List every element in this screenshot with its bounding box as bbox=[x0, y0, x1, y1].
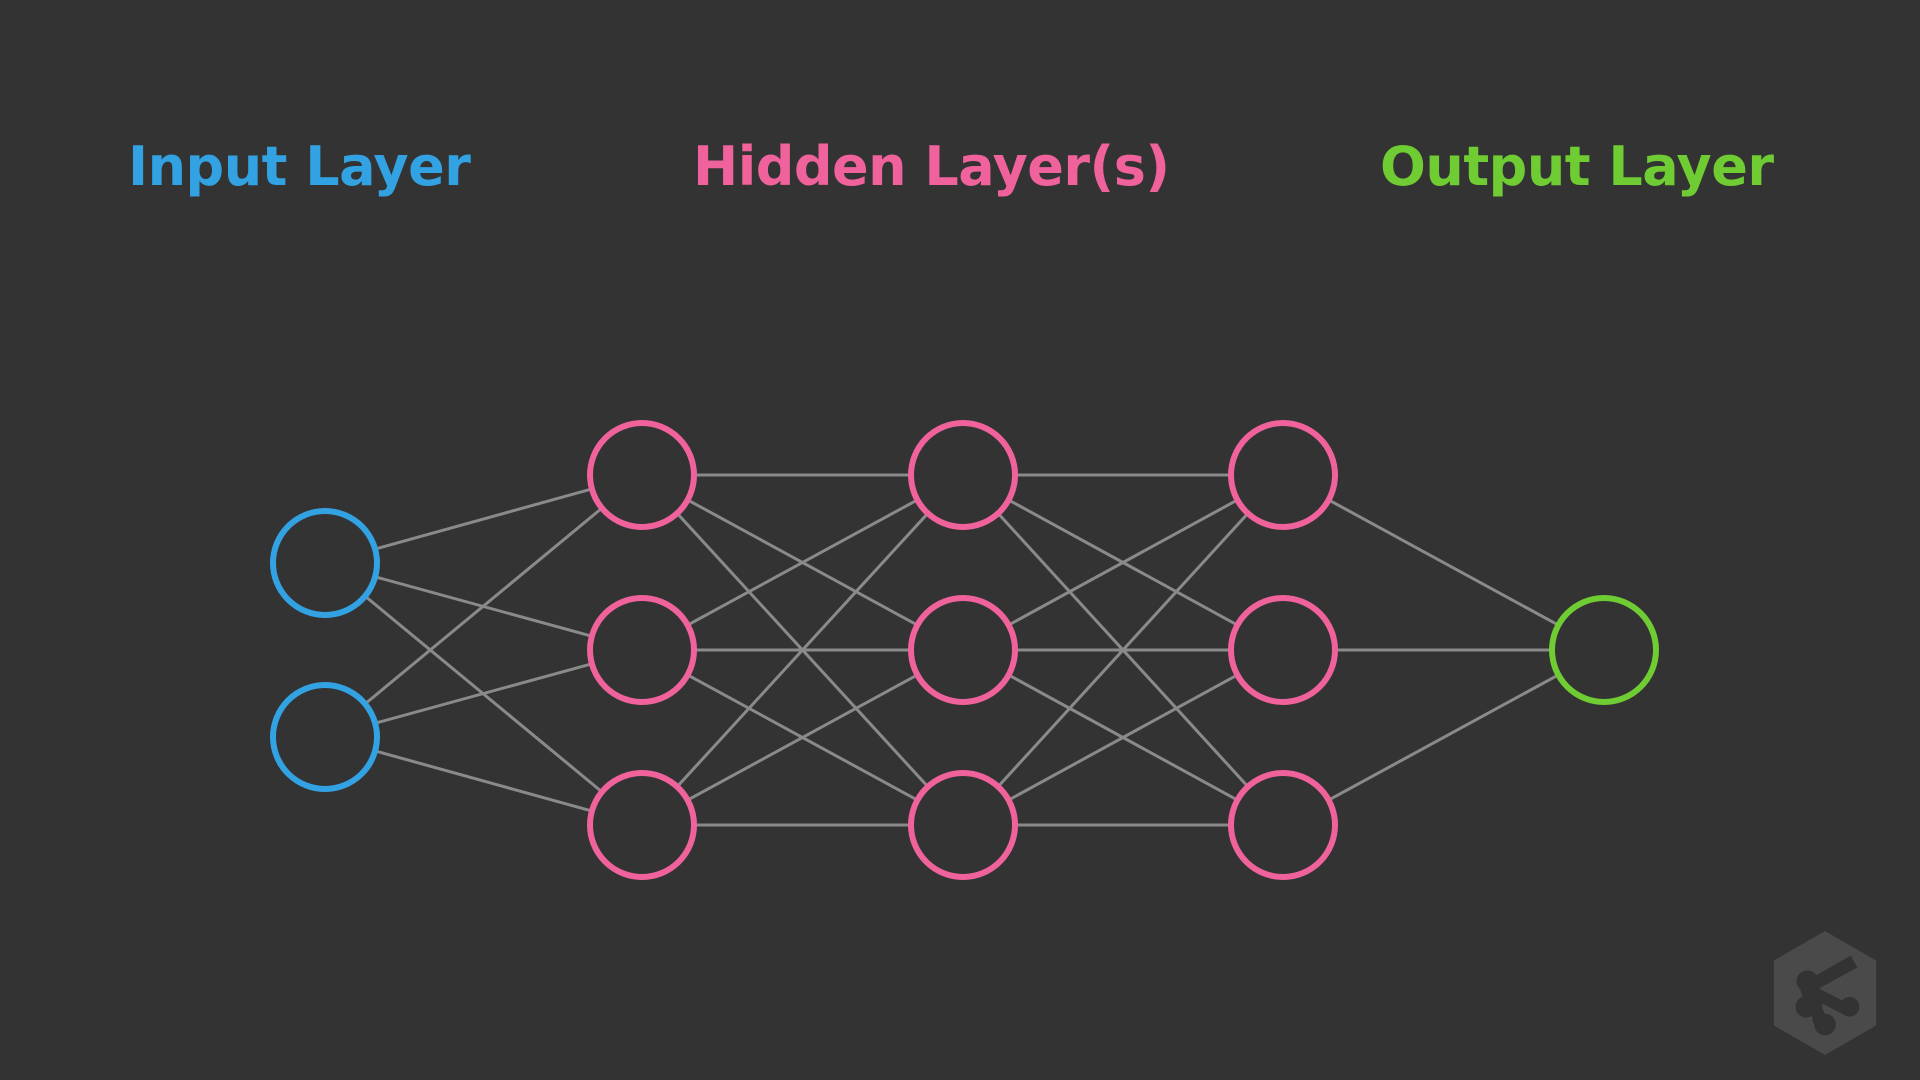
connection-edge bbox=[686, 498, 919, 627]
neuron-node-hidden2-1 bbox=[908, 420, 1018, 530]
neuron-node-hidden1-2 bbox=[587, 595, 697, 705]
connection-edges bbox=[364, 473, 1560, 827]
neuron-node-input-2 bbox=[270, 682, 380, 792]
neuron-node-hidden3-2 bbox=[1228, 595, 1338, 705]
neuron-node-hidden3-1 bbox=[1228, 420, 1338, 530]
hexagon-neuron-logo-icon bbox=[1773, 931, 1877, 1055]
connection-edge bbox=[996, 512, 1250, 788]
connection-edge bbox=[1007, 498, 1239, 627]
neuron-node-hidden2-3 bbox=[908, 770, 1018, 880]
connection-edge bbox=[1327, 673, 1560, 802]
neuron-node-hidden1-1 bbox=[587, 420, 697, 530]
neuron-node-input-1 bbox=[270, 508, 380, 618]
connection-edge bbox=[1007, 673, 1239, 802]
neuron-node-hidden3-3 bbox=[1228, 770, 1338, 880]
connection-edge bbox=[374, 662, 593, 725]
neuron-node-output-1 bbox=[1549, 595, 1659, 705]
connection-edge bbox=[374, 749, 593, 813]
neuron-node-hidden2-2 bbox=[908, 595, 1018, 705]
neuron-node-hidden1-3 bbox=[587, 770, 697, 880]
connection-edge bbox=[676, 512, 929, 788]
connection-edge bbox=[686, 673, 919, 802]
connection-edge bbox=[374, 487, 593, 551]
neuron-nodes bbox=[270, 420, 1659, 880]
connection-edge bbox=[1327, 498, 1560, 627]
connection-edge bbox=[364, 506, 603, 706]
